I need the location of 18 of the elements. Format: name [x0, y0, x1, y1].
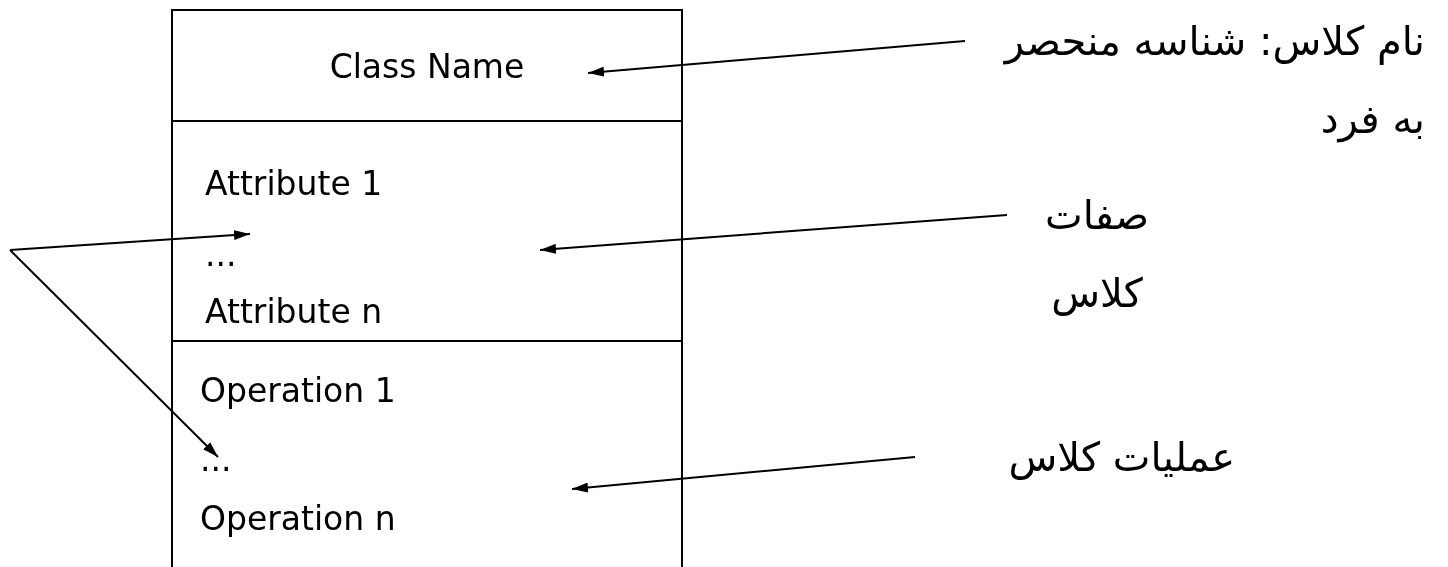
annotation-text: نام کلاس: شناسه منحصر به فرد: [985, 2, 1425, 158]
arrow: [571, 456, 916, 493]
class-compartment: [171, 120, 683, 342]
annotation-text: عملیات کلاس: [925, 418, 1235, 496]
operation-text: Operation 1: [200, 371, 396, 411]
arrow: [9, 249, 219, 458]
ellipsis-text: ...: [200, 440, 232, 480]
class-name-text: Class Name: [328, 47, 526, 87]
class-compartment: [171, 9, 683, 122]
class-compartment: [171, 340, 683, 567]
annotation-text: صفات کلاس: [1017, 176, 1177, 332]
arrow: [9, 230, 251, 251]
arrow: [587, 40, 966, 77]
ellipsis-text: ...: [205, 235, 237, 275]
operation-text: Operation n: [200, 499, 396, 539]
attribute-text: Attribute n: [205, 292, 383, 332]
arrow: [539, 214, 1008, 254]
attribute-text: Attribute 1: [205, 164, 383, 204]
